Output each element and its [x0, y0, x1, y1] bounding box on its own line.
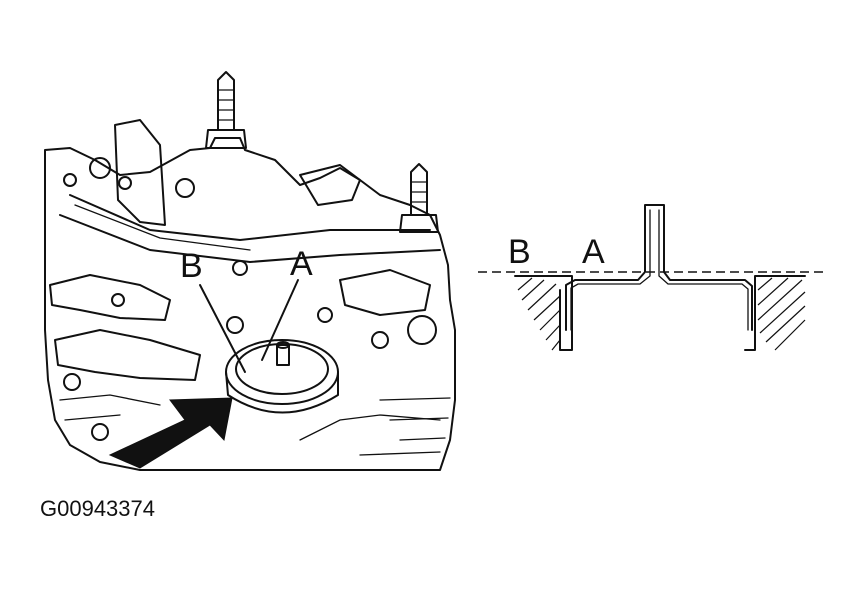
right-block-hatch [757, 277, 806, 351]
label-b-left: B [180, 247, 203, 285]
leader-b [199, 284, 246, 373]
label-a-left: A [290, 245, 313, 283]
label-b-right: B [508, 233, 531, 271]
engine-head-drawing [44, 71, 456, 471]
leader-a [261, 279, 299, 361]
label-a-right: A [582, 233, 605, 271]
seal-cross-section [478, 204, 828, 351]
direction-arrow [108, 397, 233, 469]
left-block-hatch [517, 277, 561, 351]
figure-code: G00943374 [40, 496, 155, 521]
